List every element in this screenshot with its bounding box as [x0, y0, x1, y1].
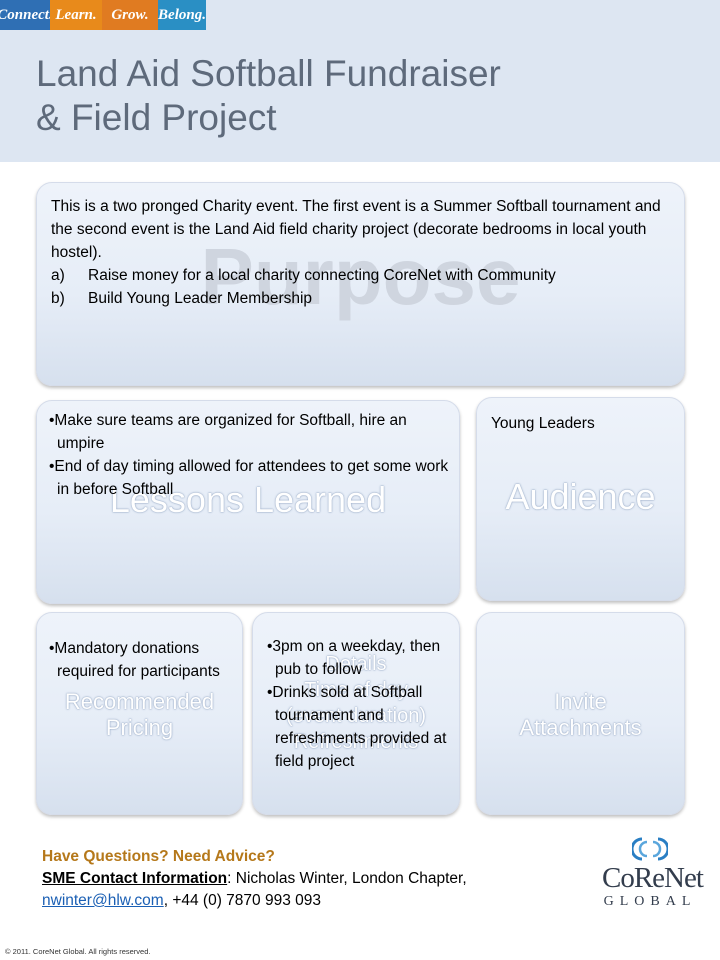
purpose-intro: This is a two pronged Charity event. The…: [51, 198, 661, 261]
lessons-bullet: •End of day timing allowed for attendees…: [49, 458, 449, 498]
attachments-title-line1: Invite: [554, 689, 607, 714]
pricing-bullet: •Mandatory donations required for partic…: [49, 640, 220, 680]
audience-text: Young Leaders: [491, 415, 595, 432]
tagline-belong: Belong.: [158, 0, 206, 30]
timing-title-line1: Details: [325, 653, 387, 675]
page-title-line2: & Field Project: [36, 97, 277, 138]
lessons-text: •Make sure teams are organized for Softb…: [49, 409, 454, 501]
audience-panel: Audience Young Leaders: [476, 397, 685, 601]
purpose-panel: Purpose This is a two pronged Charity ev…: [36, 182, 685, 386]
attachments-panel: Invite Attachments: [476, 612, 685, 815]
pricing-title-line2: Pricing: [105, 715, 174, 740]
purpose-text: This is a two pronged Charity event. The…: [51, 195, 679, 310]
pricing-watermark-title: Recommended Pricing: [37, 689, 242, 741]
timing-bullet: •3pm on a weekday, then pub to follow: [267, 638, 441, 678]
timing-title-line3: (event duration): [285, 705, 427, 727]
contact-block: Have Questions? Need Advice? SME Contact…: [42, 846, 467, 912]
timing-bullet: •Drinks sold at Softball tournament and …: [267, 684, 447, 770]
purpose-watermark-title: Purpose: [200, 232, 521, 321]
tagline-learn: Learn.: [50, 0, 102, 30]
tagline-bar: Connect. Learn. Grow. Belong.: [0, 0, 206, 30]
timing-title-line2: Time of day: [304, 679, 408, 701]
corenet-swirl-icon: [632, 837, 668, 861]
purpose-item-text: Build Young Leader Membership: [88, 290, 313, 307]
purpose-item-a: a) Raise money for a local charity conne…: [51, 264, 679, 287]
pricing-panel: Recommended Pricing •Mandatory donations…: [36, 612, 243, 815]
contact-email-link[interactable]: nwinter@hlw.com: [42, 892, 164, 909]
copyright-text: © 2011. CoreNet Global. All rights reser…: [5, 947, 151, 956]
tagline-grow: Grow.: [102, 0, 158, 30]
sme-details: : Nicholas Winter, London Chapter,: [227, 870, 467, 887]
timing-text: •3pm on a weekday, then pub to follow •D…: [267, 635, 457, 773]
timing-watermark-title: Details Time of day (event duration) Ref…: [253, 651, 459, 755]
contact-heading: Have Questions? Need Advice?: [42, 848, 275, 865]
lessons-watermark-title: Lessons Learned: [109, 479, 387, 520]
lessons-learned-panel: Lessons Learned •Make sure teams are org…: [36, 400, 460, 604]
audience-watermark-title: Audience: [505, 476, 656, 517]
timing-title-line4: Refreshments: [293, 731, 419, 753]
logo-subtitle: GLOBAL: [603, 894, 697, 909]
purpose-item-b: b) Build Young Leader Membership: [51, 287, 679, 310]
lessons-bullet: •Make sure teams are organized for Softb…: [49, 412, 407, 452]
attachments-title-line2: Attachments: [519, 715, 642, 740]
page-title: Land Aid Softball Fundraiser & Field Pro…: [36, 52, 501, 140]
purpose-item-marker: a): [51, 267, 65, 284]
attachments-watermark-title: Invite Attachments: [477, 689, 684, 741]
purpose-item-text: Raise money for a local charity connecti…: [88, 267, 556, 284]
corenet-logo: CoReNet GLOBAL: [602, 836, 704, 912]
page-title-line1: Land Aid Softball Fundraiser: [36, 53, 501, 94]
purpose-item-marker: b): [51, 290, 65, 307]
logo-wordmark: CoReNet: [602, 862, 704, 894]
contact-phone: , +44 (0) 7870 993 093: [163, 892, 321, 909]
sme-label: SME Contact Information: [42, 870, 228, 887]
contact-line: SME Contact Information: Nicholas Winter…: [42, 868, 467, 890]
contact-email-line: nwinter@hlw.com, +44 (0) 7870 993 093: [42, 890, 467, 912]
pricing-title-line1: Recommended: [64, 689, 215, 714]
pricing-text: •Mandatory donations required for partic…: [49, 637, 234, 683]
timing-panel: Details Time of day (event duration) Ref…: [252, 612, 460, 815]
tagline-connect: Connect.: [0, 0, 53, 30]
